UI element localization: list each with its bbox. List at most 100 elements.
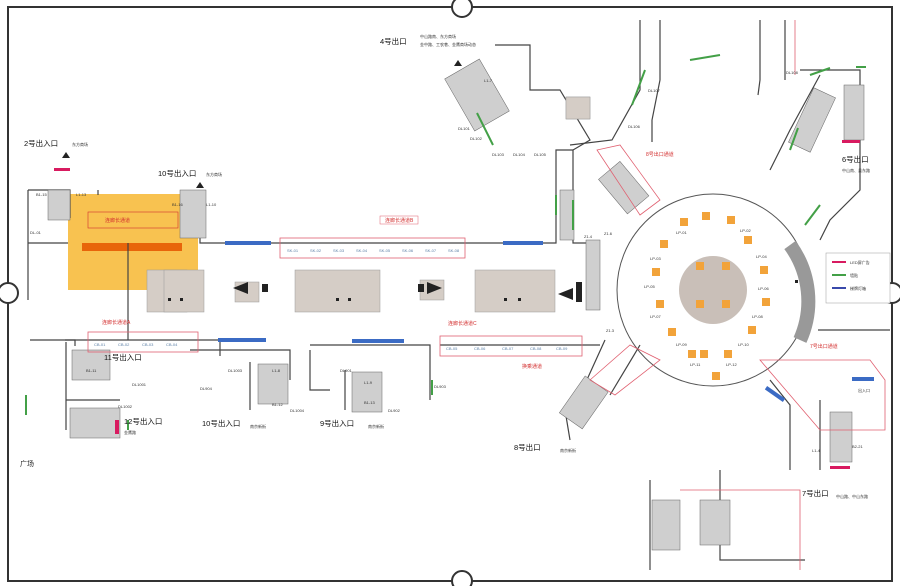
svg-text:CB-05: CB-05 xyxy=(446,346,458,351)
svg-text:B1-13: B1-13 xyxy=(364,400,375,405)
ring-labels: LP-01 LP-02 LP-03 LP-04 LP-05 LP-06 LP-0… xyxy=(644,228,769,367)
ad-board-row-top xyxy=(279,237,466,259)
label-corridor-a: 连廊长通道 xyxy=(105,217,130,224)
label-exit7-passage: 7号出口通道 xyxy=(810,343,838,350)
svg-text:LP-02: LP-02 xyxy=(740,228,751,233)
label-exit8-passage: 8号出口通道 xyxy=(646,151,674,158)
exit-11: 11号出入口 xyxy=(104,352,142,362)
highlight-bar xyxy=(82,243,182,251)
svg-text:DL902: DL902 xyxy=(388,408,401,413)
plaza-walls xyxy=(495,20,890,570)
svg-text:SK-04: SK-04 xyxy=(356,248,368,253)
svg-text:金鹰路: 金鹰路 xyxy=(124,429,136,435)
frame-notch-left xyxy=(0,282,19,304)
exit-2: 2号出入口 东方商场 xyxy=(24,138,88,158)
svg-text:L1-9: L1-9 xyxy=(364,380,373,385)
svg-text:DL1002: DL1002 xyxy=(118,404,133,409)
svg-text:南京新街: 南京新街 xyxy=(250,423,266,429)
svg-text:CB-06: CB-06 xyxy=(474,346,486,351)
svg-text:DL1004: DL1004 xyxy=(290,408,305,413)
svg-text:Z1.6: Z1.6 xyxy=(604,231,613,236)
svg-text:DL903: DL903 xyxy=(434,384,447,389)
svg-text:L1-13: L1-13 xyxy=(76,192,87,197)
svg-text:SK-08: SK-08 xyxy=(448,248,460,253)
legend: LED屏广告 墙贴 梯牌灯箱 xyxy=(825,252,891,304)
svg-text:中山路、中山东路: 中山路、中山东路 xyxy=(836,493,868,499)
svg-text:L1-4: L1-4 xyxy=(812,448,821,453)
svg-text:CB-01: CB-01 xyxy=(94,342,106,347)
svg-text:B2-21: B2-21 xyxy=(852,444,863,449)
direction-arrows xyxy=(233,282,582,302)
svg-text:B1-11: B1-11 xyxy=(86,368,97,373)
svg-text:2号出入口: 2号出入口 xyxy=(24,138,58,148)
svg-text:金中路、工农巷、金鹰商场动态: 金中路、工农巷、金鹰商场动态 xyxy=(420,41,476,47)
train-markers xyxy=(168,280,798,301)
svg-text:8号出口: 8号出口 xyxy=(514,442,541,452)
led-strips xyxy=(54,140,860,469)
svg-text:DL901: DL901 xyxy=(340,368,353,373)
exit-10-top: 10号出入口 东方商场 xyxy=(158,168,222,188)
svg-text:Z1.4: Z1.4 xyxy=(584,234,593,239)
svg-text:L1-10: L1-10 xyxy=(206,202,217,207)
svg-text:DL101: DL101 xyxy=(458,126,471,131)
svg-text:L1-8: L1-8 xyxy=(272,368,281,373)
concourse-kiosk xyxy=(679,256,747,324)
exit-10-bottom: 10号出入口 南京新街 xyxy=(202,418,266,429)
svg-text:LP-10: LP-10 xyxy=(738,342,749,347)
svg-text:南京新街: 南京新街 xyxy=(368,423,384,429)
svg-text:7号出口: 7号出口 xyxy=(802,488,829,498)
svg-text:12号出入口: 12号出入口 xyxy=(124,416,162,426)
svg-text:B1-16: B1-16 xyxy=(172,202,183,207)
svg-text:LP-05: LP-05 xyxy=(644,284,655,289)
ad-board-row-right xyxy=(439,335,583,357)
svg-text:LP-09: LP-09 xyxy=(676,342,687,347)
svg-text:DL904: DL904 xyxy=(200,386,213,391)
svg-text:SK-07: SK-07 xyxy=(425,248,437,253)
svg-text:LP-03: LP-03 xyxy=(650,256,661,261)
left-board-codes: CB-01 CB-02 CB-03 CB-04 xyxy=(94,342,178,347)
svg-text:DL106: DL106 xyxy=(628,124,641,129)
svg-text:LP-08: LP-08 xyxy=(752,314,763,319)
stairs xyxy=(47,58,865,551)
svg-text:L1-7: L1-7 xyxy=(484,78,493,83)
equipment-codes: DL-01 B1-15 L1-13 B1-16 L1-10 L1-7 DL101… xyxy=(30,70,870,453)
exit-7: 7号出口 中山路、中山东路 xyxy=(802,488,868,499)
legend-light-label: 梯牌灯箱 xyxy=(850,285,866,291)
svg-text:南京新街: 南京新街 xyxy=(560,447,576,453)
light-boxes xyxy=(218,241,874,402)
concourse-arc-right xyxy=(784,240,816,343)
svg-text:LP-04: LP-04 xyxy=(756,254,767,259)
svg-text:9号出入口: 9号出入口 xyxy=(320,418,354,428)
label-corridor-c: 连廊长通道A xyxy=(102,319,131,326)
svg-text:中山路南、东方商场: 中山路南、东方商场 xyxy=(420,33,456,39)
platform-blocks xyxy=(146,96,591,313)
exit-4: 4号出口 中山路南、东方商场 金中路、工农巷、金鹰商场动态 xyxy=(380,33,476,66)
svg-text:LP-01: LP-01 xyxy=(676,230,687,235)
svg-text:B1-15: B1-15 xyxy=(36,192,47,197)
svg-text:SK-06: SK-06 xyxy=(402,248,414,253)
svg-text:B1-12: B1-12 xyxy=(272,402,283,407)
svg-text:10号出入口: 10号出入口 xyxy=(158,168,196,178)
legend-led-label: LED屏广告 xyxy=(850,259,870,265)
svg-text:DL103: DL103 xyxy=(492,152,505,157)
svg-text:CB-08: CB-08 xyxy=(530,346,542,351)
exit-9: 9号出入口 南京新街 xyxy=(320,418,384,429)
svg-text:LP-07: LP-07 xyxy=(650,314,661,319)
svg-text:10号出入口: 10号出入口 xyxy=(202,418,240,428)
svg-text:DL1001: DL1001 xyxy=(132,382,147,387)
svg-text:SK-02: SK-02 xyxy=(310,248,322,253)
svg-text:SK-05: SK-05 xyxy=(379,248,391,253)
svg-text:LP-06: LP-06 xyxy=(758,286,769,291)
svg-text:DL-01: DL-01 xyxy=(30,230,42,235)
svg-text:DL107: DL107 xyxy=(648,88,661,93)
top-board-codes: SK-01 SK-02 SK-03 SK-04 SK-05 SK-06 SK-0… xyxy=(287,248,460,253)
svg-text:东方商场: 东方商场 xyxy=(72,141,88,147)
svg-text:SK-03: SK-03 xyxy=(333,248,345,253)
wall-stickers xyxy=(25,54,866,430)
svg-text:DL104: DL104 xyxy=(513,152,526,157)
svg-text:6号出口: 6号出口 xyxy=(842,154,869,164)
map-border xyxy=(7,6,893,582)
exit-8: 8号出口 南京新街 xyxy=(514,442,576,453)
svg-text:东方商场: 东方商场 xyxy=(206,171,222,177)
